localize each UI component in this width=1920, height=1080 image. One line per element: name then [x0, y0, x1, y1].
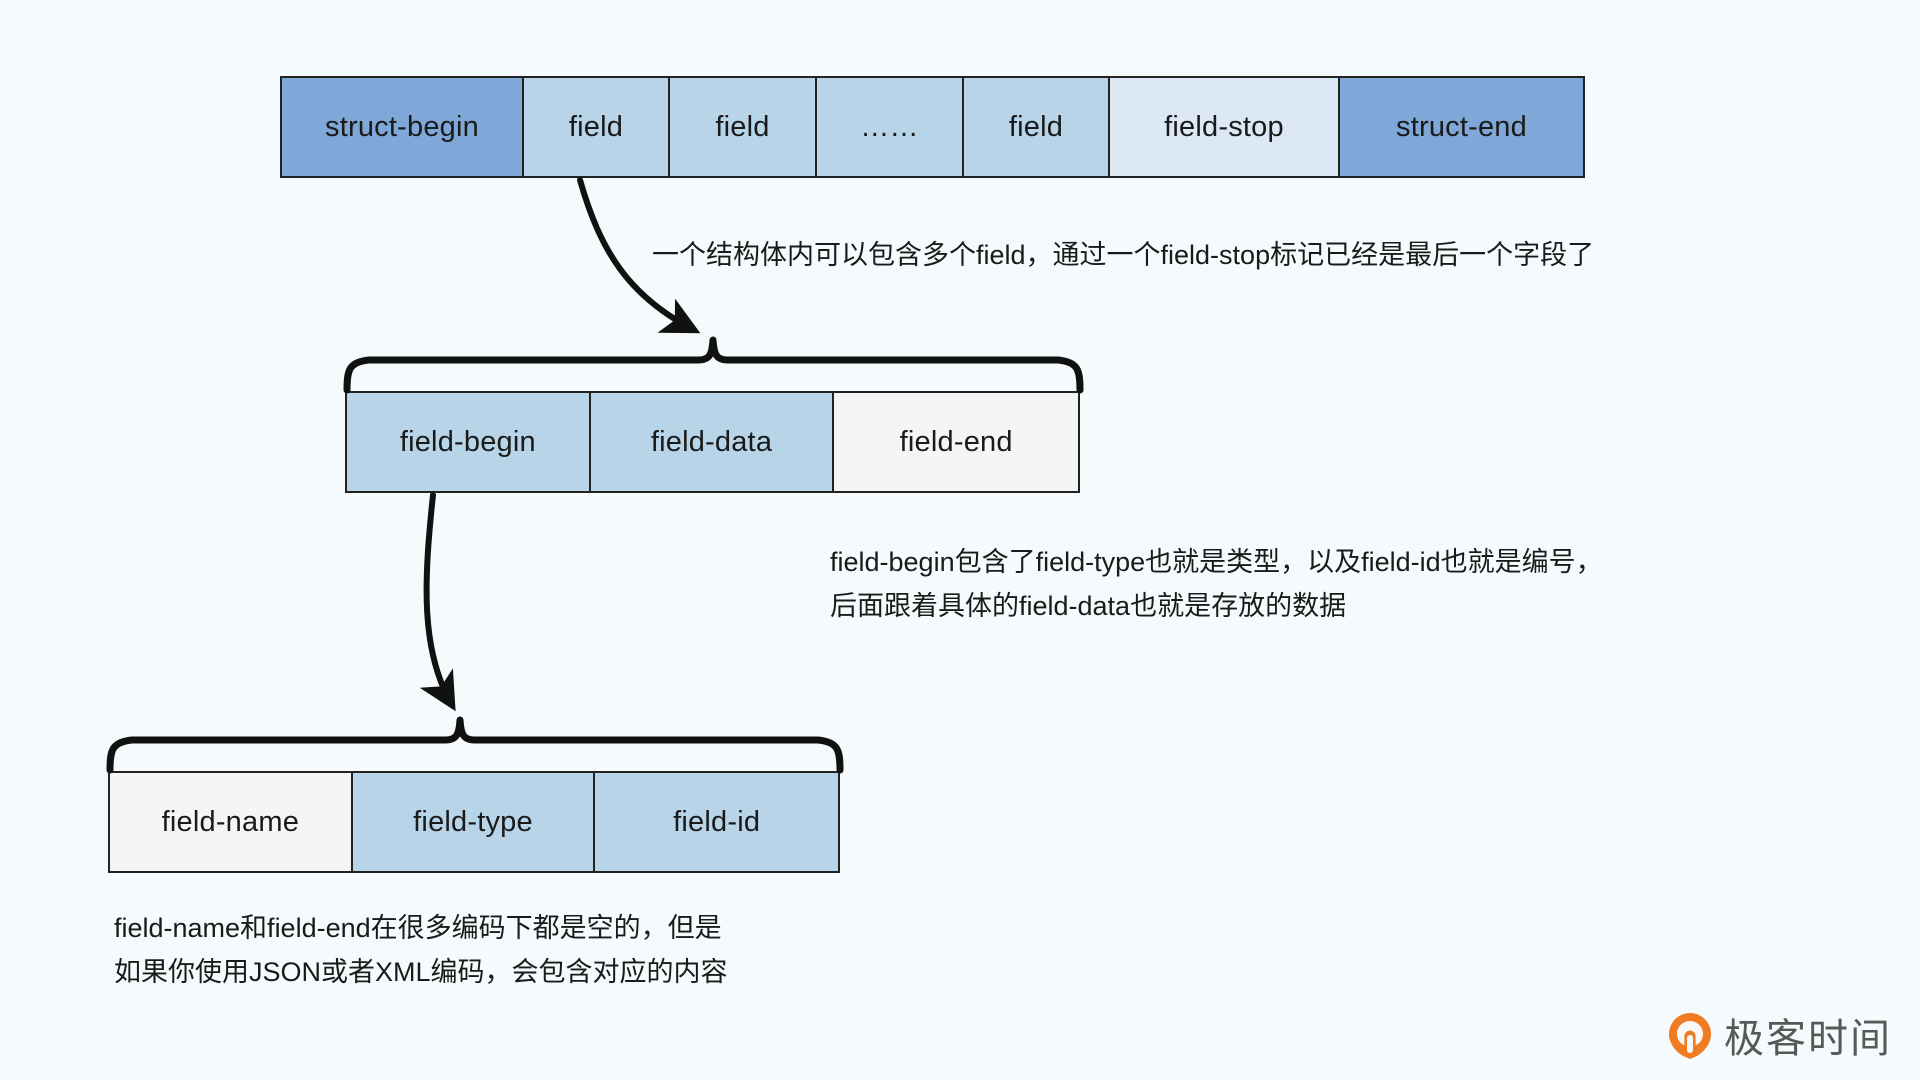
- field-begin-parts-brace: [106, 716, 844, 774]
- cell-field-n[interactable]: field: [964, 78, 1110, 176]
- cell-struct-begin[interactable]: struct-begin: [282, 78, 524, 176]
- cell-struct-end[interactable]: struct-end: [1340, 78, 1583, 176]
- geektime-logo-icon: [1666, 1011, 1714, 1059]
- cell-field-type[interactable]: field-type: [352, 773, 596, 871]
- watermark-text: 极客时间: [1724, 1016, 1892, 1062]
- field-begin-note: field-name和field-end在很多编码下都是空的，但是 如果你使用J…: [114, 913, 728, 987]
- struct-note: 一个结构体内可以包含多个field，通过一个field-stop标记已经是最后一…: [652, 240, 1595, 270]
- cell-field-id[interactable]: field-id: [595, 773, 838, 871]
- field-layout-row: field-begin field-data field-end: [345, 391, 1080, 493]
- field-begin-layout-row: field-name field-type field-id: [108, 771, 840, 873]
- cell-field-2[interactable]: field: [670, 78, 817, 176]
- cell-field-ellipsis[interactable]: ……: [817, 78, 964, 176]
- struct-layout-row: struct-begin field field …… field field-…: [280, 76, 1585, 178]
- cell-field-begin[interactable]: field-begin: [347, 393, 591, 491]
- cell-field-end[interactable]: field-end: [834, 393, 1078, 491]
- watermark: 极客时间: [1666, 1006, 1892, 1064]
- cell-field-stop[interactable]: field-stop: [1110, 78, 1340, 176]
- cell-field-name[interactable]: field-name: [110, 773, 353, 871]
- field-note: field-begin包含了field-type也就是类型，以及field-id…: [830, 547, 1603, 621]
- cell-field-1[interactable]: field: [524, 78, 670, 176]
- cell-field-data[interactable]: field-data: [590, 393, 835, 491]
- field-layout-brace: [343, 336, 1084, 394]
- field-begin-to-parts-arrow: [419, 492, 456, 712]
